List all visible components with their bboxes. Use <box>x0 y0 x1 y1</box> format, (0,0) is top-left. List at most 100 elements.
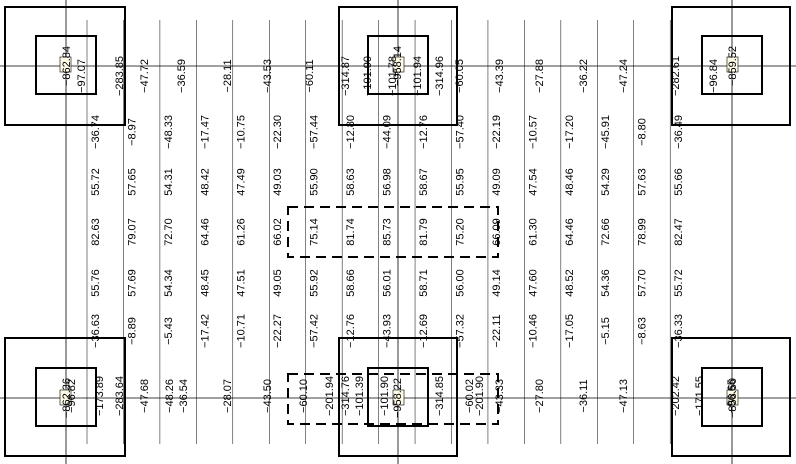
column-value: −10.75 <box>236 115 248 149</box>
column-value: −36.74 <box>90 115 102 149</box>
pile-cap-outer <box>671 6 791 126</box>
pile-label-top-left: −862.84 <box>61 46 73 86</box>
pile-caps: −862.84 −958.14 −859.52 −862.36 <box>4 6 791 457</box>
pile-cap-outer <box>671 337 791 457</box>
column-value: 55.92 <box>309 269 321 297</box>
column-value: 48.42 <box>199 168 211 196</box>
pile-cap-outer <box>4 337 126 457</box>
column-value: 66.02 <box>272 218 284 246</box>
column-value: −10.46 <box>527 314 539 348</box>
column-value: 56.01 <box>382 269 394 297</box>
dashed-box-middle <box>287 206 499 258</box>
bottom-value: −28.07 <box>222 379 234 413</box>
highlight-regions <box>287 206 499 425</box>
pile-core <box>726 389 739 406</box>
pile-cap-bottom-right: −858.50 <box>671 337 791 457</box>
column-value: 58.67 <box>418 168 430 196</box>
bottom-value: −101.90 <box>379 376 391 416</box>
column-value: −12.69 <box>418 314 430 348</box>
bottom-value: −96.82 <box>66 379 78 413</box>
column-value: 57.69 <box>126 269 138 297</box>
column-value: 58.71 <box>418 269 430 297</box>
column-value: −5.15 <box>600 317 612 345</box>
bottom-value: −36.11 <box>578 379 590 412</box>
column-value: −12.76 <box>345 314 357 348</box>
column-value: −17.42 <box>199 314 211 348</box>
bottom-value: −171.55 <box>694 376 706 416</box>
bottom-value: −36.54 <box>178 379 190 413</box>
column-value: −10.71 <box>236 314 248 348</box>
pile-cap-outer <box>338 6 458 126</box>
column-value: 54.29 <box>600 168 612 196</box>
column-value: −8.80 <box>637 118 649 146</box>
column-value: −17.20 <box>564 115 576 149</box>
column-value: 54.36 <box>600 269 612 297</box>
column-value: 82.63 <box>90 218 102 246</box>
column-value: 55.66 <box>673 168 685 196</box>
bottom-value: −47.68 <box>139 379 151 413</box>
column-value: 57.70 <box>637 269 649 297</box>
column-value: 55.72 <box>673 269 685 297</box>
top-value: −36.22 <box>578 59 590 93</box>
bottom-value: −47.13 <box>618 379 630 413</box>
pile-core <box>392 389 405 406</box>
column-value: −22.11 <box>491 314 503 347</box>
bottom-value: −201.94 <box>324 376 336 416</box>
column-value: −45.91 <box>600 115 612 149</box>
column-value: 72.70 <box>163 218 175 246</box>
top-value: −282.61 <box>670 56 682 96</box>
bottom-value: −314.85 <box>434 376 446 416</box>
pile-label-top-right: −859.52 <box>727 46 739 86</box>
pile-cap-bottom-left: −862.36 <box>4 337 126 457</box>
column-value: −57.42 <box>309 314 321 348</box>
column-value: 48.52 <box>564 269 576 297</box>
top-value: −96.84 <box>708 59 720 93</box>
column-value: −22.30 <box>272 115 284 149</box>
dashed-box-bottom <box>287 373 499 425</box>
pile-label-top-center: −958.14 <box>392 46 404 86</box>
column-value: −10.57 <box>527 115 539 149</box>
top-value: −43.39 <box>494 59 506 93</box>
column-value: 61.30 <box>527 218 539 246</box>
column-value: 57.63 <box>637 168 649 196</box>
bottom-value: −60.10 <box>298 379 310 413</box>
column-value: 47.60 <box>527 269 539 297</box>
column-value: 64.46 <box>199 218 211 246</box>
column-value: −8.63 <box>637 317 649 345</box>
column-value: −57.40 <box>454 115 466 149</box>
bottom-value: −101.39 <box>354 376 366 416</box>
column-value: −5.43 <box>163 317 175 345</box>
pile-cap-inner <box>367 367 429 427</box>
pile-cap-top-left: −862.84 <box>4 6 126 126</box>
column-value: 58.66 <box>345 269 357 297</box>
column-value: 54.34 <box>163 269 175 297</box>
column-value: 47.51 <box>236 269 248 297</box>
column-value: −36.49 <box>673 115 685 149</box>
column-value: 49.09 <box>491 168 503 196</box>
top-value: −36.59 <box>176 59 188 93</box>
column-value: 82.47 <box>673 218 685 246</box>
pile-core <box>726 56 739 73</box>
top-value: −283.85 <box>114 56 126 96</box>
bottom-value: −201.90 <box>474 376 486 416</box>
top-value: −101.78 <box>387 56 399 96</box>
bottom-value: −173.89 <box>94 376 106 416</box>
column-value: 75.14 <box>309 218 321 246</box>
column-value: 47.49 <box>236 168 248 196</box>
pile-label-bottom-left: −862.36 <box>61 378 73 418</box>
top-value: −43.53 <box>262 59 274 93</box>
column-value: −44.09 <box>382 115 394 149</box>
column-value: 57.65 <box>126 168 138 196</box>
bottom-value: −43.33 <box>494 379 506 413</box>
pile-cap-inner <box>35 35 97 95</box>
pile-cap-outer <box>4 6 126 126</box>
column-value: 47.54 <box>527 168 539 196</box>
column-value: −36.63 <box>90 314 102 348</box>
pile-core <box>392 56 405 73</box>
bottom-value: −43.50 <box>262 379 274 413</box>
pile-cap-outer <box>338 337 458 457</box>
pile-cap-inner <box>701 35 763 95</box>
column-value: −22.27 <box>272 314 284 348</box>
bottom-value: −96.65 <box>726 379 738 413</box>
bottom-value: −48.26 <box>164 379 176 413</box>
